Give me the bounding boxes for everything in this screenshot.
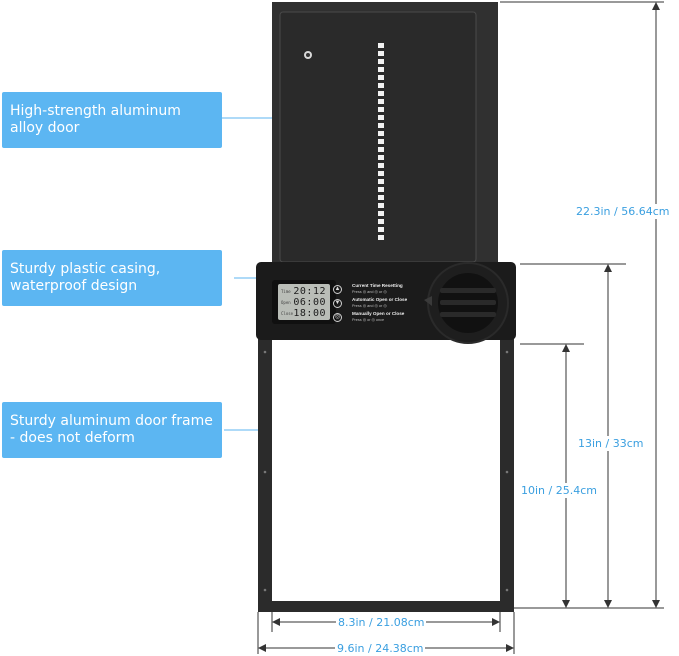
down-button[interactable]: ▼ xyxy=(333,299,342,308)
door-slot xyxy=(378,195,384,200)
instruction-text: Press ◎ and ◎ or ◎ xyxy=(352,290,387,294)
lcd-row-time: Time 20:12 xyxy=(278,286,330,297)
door-slot xyxy=(378,203,384,208)
dimension-outer-width: 9.6in / 24.38cm xyxy=(335,641,426,656)
door-slot xyxy=(378,115,384,120)
instruction-title: Automatic Open or Close xyxy=(352,297,408,302)
lcd-row-close: Close 18:00 xyxy=(278,308,330,319)
door-slot xyxy=(378,211,384,216)
dimension-inner-width: 8.3in / 21.08cm xyxy=(336,615,427,630)
door-slot xyxy=(378,83,384,88)
up-button[interactable]: ▲ xyxy=(333,285,342,294)
instruction-manual: Manually Open or Close Press ◎ or ◎ once xyxy=(352,311,420,323)
door-slot xyxy=(378,219,384,224)
lcd-display: Time 20:12 Open 06:00 Close 18:00 xyxy=(278,284,330,320)
instruction-title: Manually Open or Close xyxy=(352,311,405,316)
door-slot xyxy=(378,51,384,56)
door-slot xyxy=(378,187,384,192)
door-slot xyxy=(378,155,384,160)
callout-frame: Sturdy aluminum door frame - does not de… xyxy=(2,402,222,458)
door-slot xyxy=(378,59,384,64)
door-slot xyxy=(378,139,384,144)
lcd-value: 06:00 xyxy=(293,297,326,308)
lcd-tag: Open xyxy=(281,300,291,305)
instruction-title: Current Time Resetting xyxy=(352,283,403,288)
door-slot xyxy=(378,131,384,136)
door-slot xyxy=(378,67,384,72)
door-slot xyxy=(378,179,384,184)
door-slot xyxy=(378,75,384,80)
dimension-frame-height: 13in / 33cm xyxy=(576,436,646,451)
dimension-total-height: 22.3in / 56.64cm xyxy=(574,204,672,219)
door-slot xyxy=(378,163,384,168)
door-slot xyxy=(378,99,384,104)
lcd-tag: Time xyxy=(281,289,291,294)
dimension-opening-height: 10in / 25.4cm xyxy=(519,483,599,498)
door-slot xyxy=(378,227,384,232)
door-slot xyxy=(378,43,384,48)
door-slot xyxy=(378,107,384,112)
instruction-time-reset: Current Time Resetting Press ◎ and ◎ or … xyxy=(352,283,420,295)
door-slot xyxy=(378,235,384,240)
lcd-value: 20:12 xyxy=(293,286,326,297)
frame-bottom-rail xyxy=(258,601,514,612)
lcd-tag: Close xyxy=(281,311,294,316)
callout-door: High-strength aluminum alloy door xyxy=(2,92,222,148)
frame-right-rail xyxy=(500,336,514,612)
door-slot xyxy=(378,171,384,176)
instruction-auto: Automatic Open or Close Press ◎ and ◎ or… xyxy=(352,297,420,309)
door-slot xyxy=(378,91,384,96)
instruction-text: Press ◎ or ◎ once xyxy=(352,318,385,322)
lcd-row-open: Open 06:00 xyxy=(278,297,330,308)
door-slot-strip xyxy=(378,43,384,240)
lcd-value: 18:00 xyxy=(293,308,326,319)
callout-casing: Sturdy plastic casing, waterproof design xyxy=(2,250,222,306)
frame-left-rail xyxy=(258,336,272,612)
instruction-text: Press ◎ and ◎ or ◎ xyxy=(352,304,387,308)
door-slot xyxy=(378,123,384,128)
mode-button[interactable]: ◎ xyxy=(333,313,342,322)
door-slot xyxy=(378,147,384,152)
